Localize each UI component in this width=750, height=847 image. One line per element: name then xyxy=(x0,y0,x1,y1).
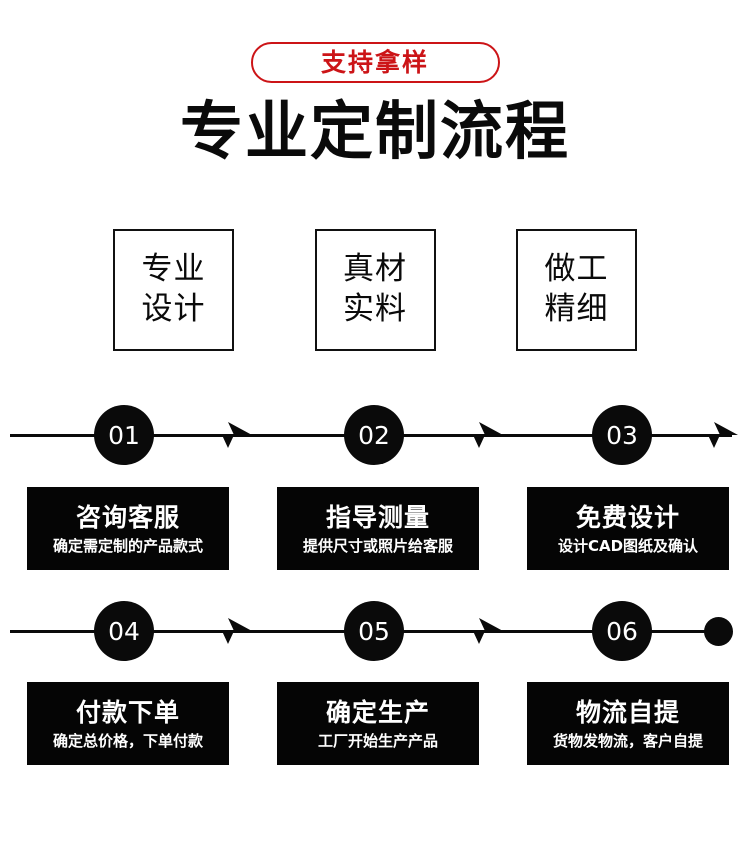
feature-box-material: 真材 实料 xyxy=(314,229,436,351)
arrow-right-icon xyxy=(471,614,505,648)
step-number: 02 xyxy=(358,420,390,450)
step-card-title: 付款下单 xyxy=(75,698,180,727)
sample-support-badge: 支持拿样 xyxy=(250,42,500,83)
step-circle-01: 01 xyxy=(94,405,154,465)
arrow-right-icon xyxy=(220,614,254,648)
arrow-right-icon xyxy=(220,418,254,452)
page-title: 专业定制流程 xyxy=(180,95,570,168)
step-circle-05: 05 xyxy=(344,601,404,661)
feature-box-row: 专业 设计 真材 实料 做工 精细 xyxy=(113,229,637,351)
step-card-row-1: 咨询客服 确定需定制的产品款式 指导测量 提供尺寸或照片给客服 免费设计 设计C… xyxy=(27,487,729,570)
feature-line-1: 真材 xyxy=(343,251,407,288)
feature-line-1: 做工 xyxy=(544,251,609,288)
step-card-subtitle: 提供尺寸或照片给客服 xyxy=(302,536,453,555)
step-card-05: 确定生产 工厂开始生产产品 xyxy=(277,682,479,765)
arrow-right-icon xyxy=(706,418,740,452)
step-card-title: 物流自提 xyxy=(575,698,680,727)
timeline-row-1: 01 02 03 xyxy=(0,405,750,467)
step-number: 04 xyxy=(108,616,140,646)
step-number: 03 xyxy=(606,420,638,450)
step-card-subtitle: 确定需定制的产品款式 xyxy=(52,536,203,555)
step-circle-02: 02 xyxy=(344,405,404,465)
step-card-title: 确定生产 xyxy=(325,698,430,727)
timeline-end-dot-icon xyxy=(704,617,733,646)
feature-line-2: 设计 xyxy=(141,291,206,327)
step-card-title: 免费设计 xyxy=(575,503,680,532)
step-card-04: 付款下单 确定总价格，下单付款 xyxy=(27,682,229,765)
step-card-03: 免费设计 设计CAD图纸及确认 xyxy=(527,487,729,570)
feature-box-design: 专业 设计 xyxy=(113,229,234,351)
step-card-subtitle: 货物发物流，客户自提 xyxy=(552,731,703,750)
step-card-row-2: 付款下单 确定总价格，下单付款 确定生产 工厂开始生产产品 物流自提 货物发物流… xyxy=(27,682,729,765)
feature-line-2: 精细 xyxy=(544,291,609,327)
step-circle-04: 04 xyxy=(94,601,154,661)
step-circle-06: 06 xyxy=(592,601,652,661)
feature-box-craft: 做工 精细 xyxy=(516,229,637,351)
step-number: 01 xyxy=(108,420,140,450)
step-card-subtitle: 确定总价格，下单付款 xyxy=(52,731,203,750)
step-card-06: 物流自提 货物发物流，客户自提 xyxy=(527,682,729,765)
step-card-01: 咨询客服 确定需定制的产品款式 xyxy=(27,487,229,570)
step-number: 06 xyxy=(606,616,638,646)
feature-line-2: 实料 xyxy=(343,291,407,327)
step-circle-03: 03 xyxy=(592,405,652,465)
arrow-right-icon xyxy=(471,418,505,452)
feature-line-1: 专业 xyxy=(141,251,206,288)
step-card-subtitle: 工厂开始生产产品 xyxy=(317,731,438,750)
badge-container: 支持拿样 xyxy=(0,42,750,83)
step-card-title: 咨询客服 xyxy=(75,503,180,532)
step-card-subtitle: 设计CAD图纸及确认 xyxy=(557,536,699,555)
step-card-title: 指导测量 xyxy=(325,503,430,532)
timeline-row-2: 04 05 06 xyxy=(0,601,750,663)
badge-label: 支持拿样 xyxy=(320,48,429,77)
step-card-02: 指导测量 提供尺寸或照片给客服 xyxy=(277,487,479,570)
step-number: 05 xyxy=(358,616,390,646)
